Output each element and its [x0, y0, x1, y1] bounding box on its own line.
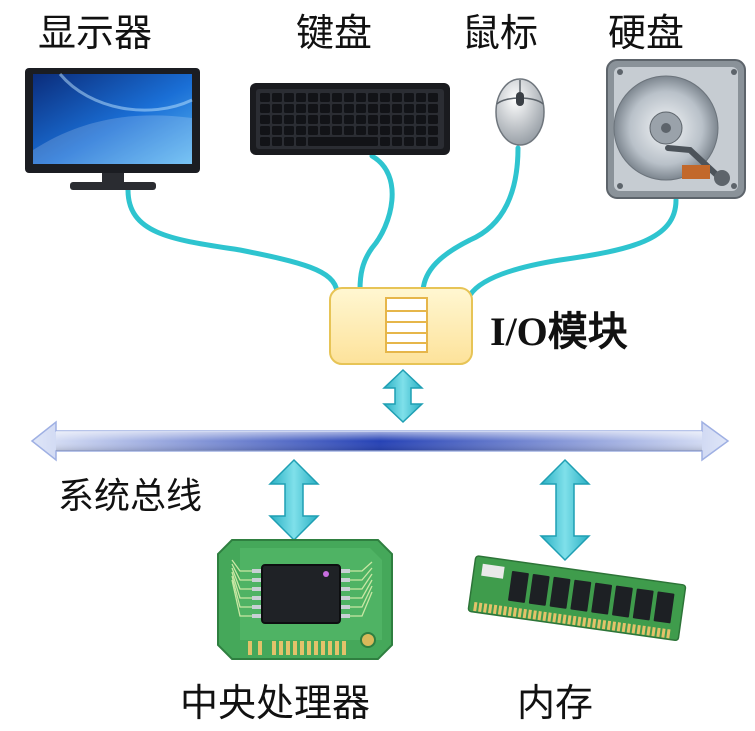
- monitor-cable: [125, 187, 340, 295]
- cpu-label: 中央处理器: [180, 681, 370, 725]
- document-icon: [385, 297, 428, 353]
- memory-stick-icon: [467, 555, 687, 642]
- monitor-icon: [25, 68, 200, 190]
- monitor-label: 显示器: [38, 11, 152, 55]
- system-bus-label: 系统总线: [58, 476, 202, 517]
- memory-bus-arrow: [539, 458, 591, 562]
- keyboard-cable: [357, 153, 395, 293]
- cpu-chip-icon: [217, 539, 393, 660]
- harddisk-icon: [606, 59, 746, 199]
- harddisk-cable: [467, 197, 679, 298]
- mouse-cable: [420, 145, 521, 293]
- system-bus: [30, 420, 730, 462]
- cpu-bus-arrow: [268, 458, 320, 542]
- cables: [125, 145, 679, 298]
- mouse-icon: [495, 78, 545, 146]
- io-bus-arrow: [382, 368, 424, 424]
- io-module: [329, 287, 473, 365]
- harddisk-label: 硬盘: [608, 11, 684, 55]
- io-module-label: I/O模块: [490, 309, 628, 354]
- mouse-label: 鼠标: [462, 11, 538, 55]
- keyboard-label: 键盘: [296, 11, 372, 55]
- keyboard-icon: [250, 83, 450, 155]
- memory-label: 内存: [517, 681, 593, 725]
